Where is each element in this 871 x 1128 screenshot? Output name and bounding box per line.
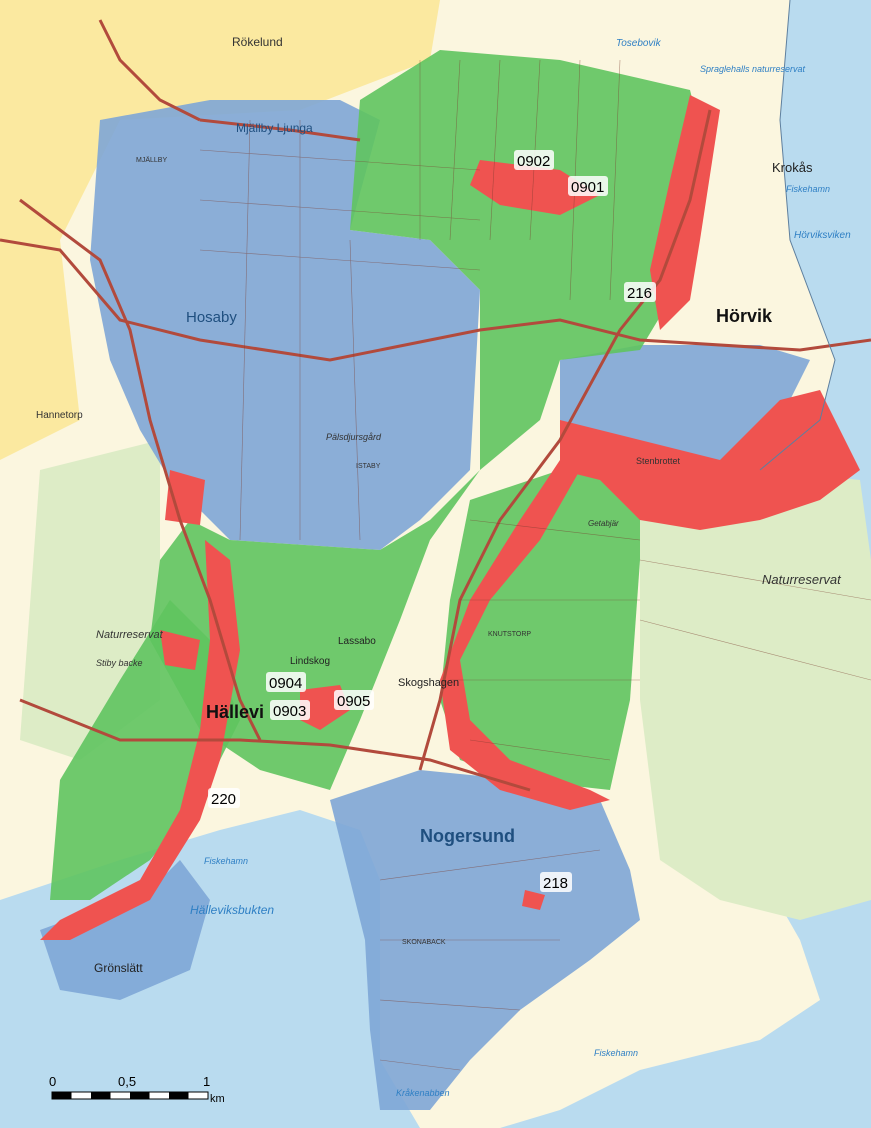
nature-reserve-east [640, 470, 871, 920]
place-mjallby: MJÄLLBY [136, 156, 167, 164]
water-tosebovik: Tosebovik [616, 38, 662, 49]
place-naturreservat-east: Naturreservat [762, 572, 842, 587]
water-fiskehamn-3: Fiskehamn [786, 184, 830, 194]
place-palsdjursgard: Pälsdjursgård [326, 432, 382, 442]
zone-label-216[interactable]: 216 [627, 285, 652, 302]
zone-red-0902 [470, 160, 600, 215]
place-lassabo: Lassabo [338, 636, 376, 647]
place-hallevik: Hällevi [206, 702, 264, 722]
coastline [759, 0, 836, 471]
zone-label-0903[interactable]: 0903 [273, 703, 306, 720]
zone-label-0905[interactable]: 0905 [337, 693, 370, 710]
water-fiskehamn-2: Fiskehamn [594, 1048, 638, 1058]
farmland-area [0, 0, 440, 460]
zone-blue [90, 100, 480, 550]
place-skonabacke: SKONABACK [402, 939, 446, 946]
place-naturreservat-west: Naturreservat [96, 629, 164, 641]
road-network [0, 19, 871, 792]
place-krokas: Krokås [772, 160, 813, 175]
place-hosaby: Hosaby [186, 309, 237, 326]
scale-tick-1: 1 [203, 1074, 210, 1089]
zone-green-east [440, 470, 640, 790]
place-skogshagen: Skogshagen [398, 677, 459, 689]
scale-unit: km [210, 1093, 225, 1105]
zone-labels: 0902 0901 216 0904 0903 0905 220 218 [208, 150, 656, 892]
water-krakenabben: Kråkenabben [396, 1088, 450, 1098]
water-fiskehamn-1: Fiskehamn [204, 856, 248, 866]
zone-red-stenbrottet [560, 390, 860, 530]
zone-red-stiby [160, 630, 200, 670]
zone-label-220[interactable]: 220 [211, 791, 236, 808]
zone-green-southwest [50, 600, 240, 900]
scale-bar: 0 0,5 1 km [49, 1074, 225, 1105]
water-spraglehalls: Spraglehalls naturreservat [700, 64, 806, 74]
place-knutstorp: KNUTSTORP [488, 631, 531, 638]
place-getabjar: Getabjär [588, 519, 619, 528]
zone-blue-southwest [40, 860, 210, 1000]
scale-tick-0: 0 [49, 1074, 56, 1089]
place-rokelund: Rökelund [232, 35, 283, 49]
zone-label-218[interactable]: 218 [543, 875, 568, 892]
place-stenbrottet: Stenbrottet [636, 456, 681, 466]
zone-label-0902[interactable]: 0902 [517, 153, 550, 170]
zone-green [150, 50, 700, 790]
water-hallevikbukten: Hälleviksbukten [190, 903, 274, 917]
place-hannetorp: Hannetorp [36, 410, 83, 421]
zone-label-0901[interactable]: 0901 [571, 179, 604, 196]
scale-tick-half: 0,5 [118, 1074, 136, 1089]
place-lindskog: Lindskog [290, 656, 330, 667]
zone-red-small-west [165, 470, 205, 525]
place-gronslatt: Grönslätt [94, 961, 143, 975]
place-istaby: ISTABY [356, 463, 381, 470]
zone-red-central-strip [440, 460, 610, 810]
place-stiby-backe: Stiby backe [96, 658, 143, 668]
place-horvik: Hörvik [716, 306, 773, 326]
zone-red-218 [522, 890, 545, 910]
zone-label-0904[interactable]: 0904 [269, 675, 302, 692]
place-mjallby-ljunga: Mjällby Ljunga [236, 121, 313, 135]
place-nogersund: Nogersund [420, 826, 515, 846]
water-horviksviken: Hörviksviken [794, 230, 851, 241]
